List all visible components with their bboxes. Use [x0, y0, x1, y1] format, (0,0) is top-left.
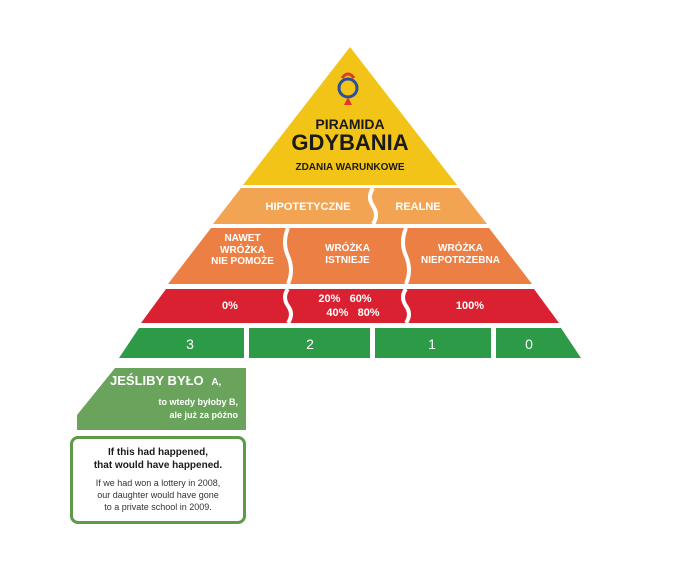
tier3-label-right: WRÓŻKA NIEPOTRZEBNA — [421, 243, 500, 266]
conditional-heading: JEŚLIBY BYŁO A, — [110, 373, 240, 389]
tier5-label-1: 1 — [428, 336, 436, 352]
example-text-line1: If we had won a lottery in 2008, — [95, 478, 221, 488]
tier-4 — [141, 287, 559, 325]
tier5-label-0: 0 — [525, 336, 533, 352]
conditional-panel-bg — [77, 368, 246, 430]
tier-2 — [213, 186, 487, 226]
conditional-heading-main: JEŚLIBY BYŁO — [110, 373, 204, 388]
tier-5 — [119, 326, 581, 360]
tier3-label-middle: WRÓŻKA ISTNIEJE — [325, 243, 370, 266]
conditional-heading-suffix: A, — [211, 377, 222, 388]
tier2-label-hypothetical: HIPOTETYCZNE — [265, 201, 351, 213]
tier3-label-left: NAWET WRÓŻKA NIE POMOŻE — [211, 233, 274, 267]
example-text-line2: our daughter would have gone — [97, 490, 219, 500]
tier4-label-middle-row2: 40% 80% — [326, 307, 380, 319]
example-bold-line1: If this had happened, — [107, 447, 208, 458]
example-card: If this had happened, that would have ha… — [70, 436, 246, 524]
tier4-label-left: 0% — [222, 300, 238, 312]
conditional-line2: to wtedy byłoby B, — [158, 397, 238, 407]
conditional-line3: ale już za późno — [169, 410, 238, 420]
tier2-label-real: REALNE — [395, 201, 441, 213]
tier4-label-right: 100% — [455, 300, 485, 312]
tier5-label-3: 3 — [186, 336, 194, 352]
pyramid-subtitle: ZDANIA WARUNKOWE — [295, 162, 405, 173]
pyramid-title-line1: PIRAMIDA — [315, 116, 385, 132]
tier5-label-2: 2 — [306, 336, 314, 352]
tier-3 — [168, 227, 532, 285]
tier4-label-middle-row1: 20% 60% — [318, 293, 372, 305]
tier-apex — [243, 47, 457, 185]
example-text-line3: to a private school in 2009. — [104, 502, 212, 512]
example-bold-line2: that would have happened. — [93, 460, 223, 471]
pyramid-title-line2: GDYBANIA — [291, 130, 409, 155]
logo-icon — [337, 72, 359, 105]
